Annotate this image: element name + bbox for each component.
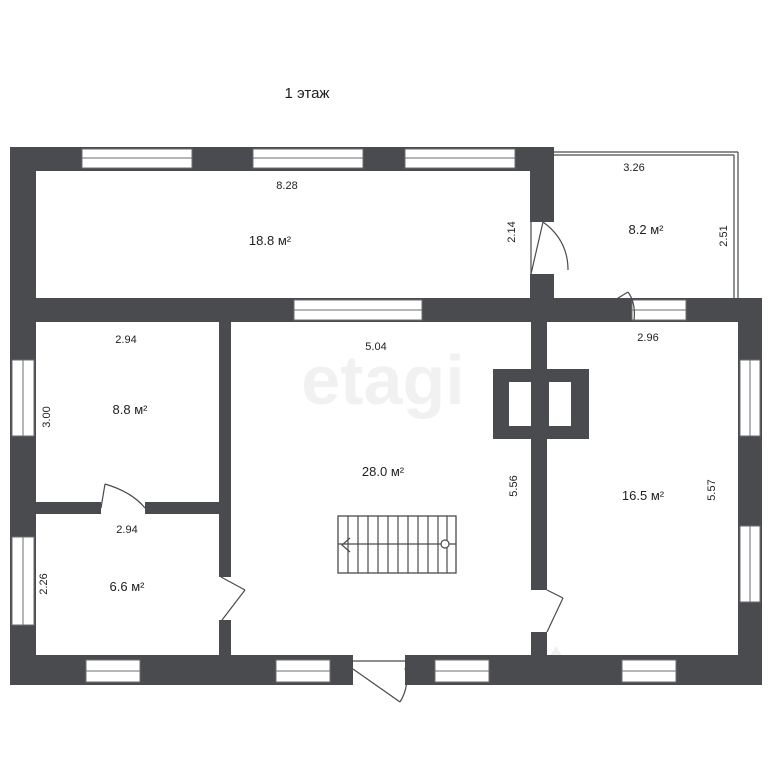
room-width-left-upper: 2.94 — [115, 334, 136, 346]
room-width-living-top: 8.28 — [276, 180, 297, 192]
chimney — [493, 369, 589, 439]
room-height-veranda: 2.51 — [718, 225, 730, 246]
room-area-living-top: 18.8 м² — [249, 233, 292, 248]
room-area-right: 16.5 м² — [622, 488, 665, 503]
windows — [11, 148, 761, 683]
room-width-right: 2.96 — [637, 332, 658, 344]
interior-walls — [36, 298, 547, 660]
doors — [100, 221, 635, 703]
floor-title: 1 этаж — [285, 85, 330, 102]
room-width-left-lower: 2.94 — [116, 524, 137, 536]
stairs — [337, 515, 457, 574]
room-area-left-upper: 8.8 м² — [113, 402, 149, 417]
room-height-hall: 5.56 — [508, 475, 520, 496]
veranda-frame — [554, 151, 739, 298]
room-area-hall: 28.0 м² — [362, 464, 405, 479]
room-height-left-lower: 2.26 — [38, 573, 50, 594]
room-height-left-upper: 3.00 — [41, 406, 53, 427]
room-height-right: 5.57 — [706, 479, 718, 500]
watermark-logo: etagi — [301, 341, 464, 419]
room-width-veranda: 3.26 — [623, 162, 644, 174]
room-height-living-top: 2.14 — [506, 221, 518, 242]
room-area-left-lower: 6.6 м² — [110, 579, 146, 594]
room-width-hall: 5.04 — [365, 341, 386, 353]
room-area-veranda: 8.2 м² — [629, 222, 665, 237]
